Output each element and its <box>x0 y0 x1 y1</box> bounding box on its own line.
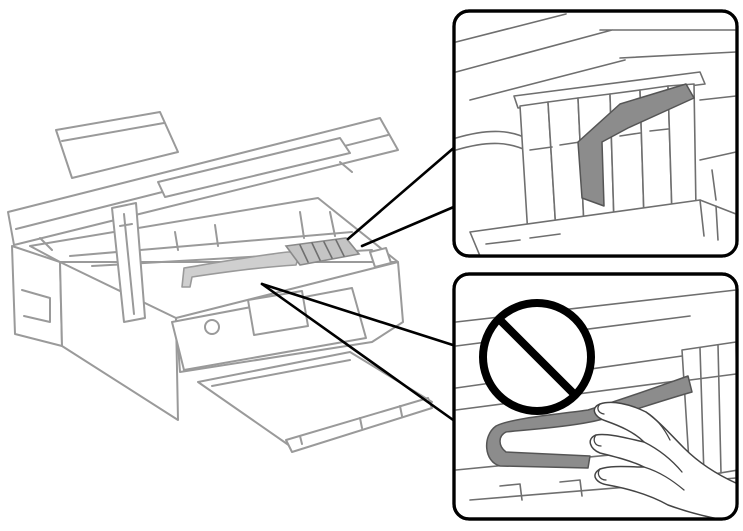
lid-support-strut-groove <box>123 213 135 315</box>
body-left-face <box>11 245 63 347</box>
fingernails <box>593 403 607 481</box>
scanner-lid <box>7 117 399 251</box>
carriage-securing-tape <box>577 83 695 207</box>
callout-panel-top <box>452 9 739 258</box>
power-button <box>204 319 220 335</box>
scanner-lid-hinge <box>39 161 353 251</box>
paper-support-plate <box>55 111 179 179</box>
scanner-lid-glass <box>157 137 351 198</box>
ink-cartridge-dividers <box>299 239 345 263</box>
finger-creases <box>643 411 685 491</box>
callout-line-bottom-upper <box>260 282 458 348</box>
print-head-carriage <box>181 237 361 288</box>
side-knob <box>369 247 392 268</box>
ink-cartridge-edge-dividers <box>689 344 737 477</box>
control-panel <box>171 287 367 371</box>
tape-closeup <box>455 289 737 519</box>
lcd-screen <box>247 290 309 336</box>
lid-support-slot <box>119 223 133 227</box>
paper-support-edge <box>61 122 165 142</box>
output-tray-stopper <box>285 397 433 453</box>
lid-support-arm <box>111 202 146 323</box>
output-tray-inner-edge <box>211 359 351 387</box>
output-tray <box>197 351 433 453</box>
prohibition-icon <box>479 299 595 415</box>
callout-panel-bottom-border <box>452 272 739 521</box>
callout-line-top-upper <box>346 144 458 241</box>
frame-right <box>699 95 737 201</box>
hand <box>589 401 737 519</box>
callout-panel-top-border <box>452 9 739 258</box>
lid-frame-lines <box>455 13 737 101</box>
callout-line-bottom-lower <box>260 282 458 424</box>
paper-support <box>55 111 179 179</box>
carriage-base-details <box>485 199 719 245</box>
prohibition-slash <box>496 316 578 398</box>
ink-cartridge-holder <box>284 237 361 266</box>
printer <box>7 111 433 453</box>
cartridge-holder-top <box>513 71 706 109</box>
callout-line-top-lower <box>360 204 458 248</box>
output-tray-tabs <box>299 405 403 445</box>
carriage-closeup <box>455 13 737 256</box>
body-front-face <box>59 261 179 421</box>
interior-bay <box>174 211 336 251</box>
transport-tape-closeup <box>486 375 693 469</box>
callout-panel-bottom <box>452 272 739 521</box>
body-front-slot <box>21 289 51 323</box>
output-tray-plate <box>197 351 433 447</box>
callout-lines <box>260 144 458 424</box>
transport-tape <box>181 251 301 288</box>
